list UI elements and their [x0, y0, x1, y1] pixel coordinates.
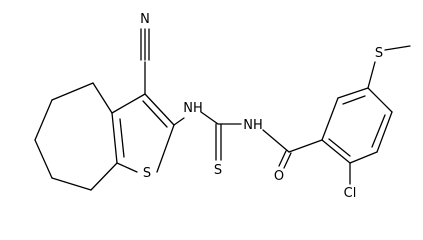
thiourea-linker	[173, 111, 242, 161]
bond	[144, 93, 175, 126]
bond	[328, 138, 351, 157]
bond	[51, 82, 94, 101]
thiophene-ring	[111, 93, 175, 173]
bond	[367, 87, 393, 113]
bond	[337, 87, 369, 99]
amide-linker	[262, 129, 323, 169]
nitrile-group	[140, 28, 150, 95]
bond	[34, 139, 53, 179]
chlorine-label: Cl	[344, 186, 357, 201]
bond	[111, 93, 146, 114]
bond	[278, 150, 287, 167]
bond	[283, 152, 292, 169]
bond	[111, 112, 118, 164]
bond	[371, 114, 386, 148]
bond	[116, 162, 138, 173]
bond	[51, 177, 92, 191]
substituent-bonds	[349, 45, 411, 185]
bond	[156, 124, 175, 173]
bond	[367, 61, 376, 89]
thioether-s-label: S	[375, 46, 383, 61]
structure-diagram: N S NH NH S O Cl S	[34, 12, 411, 201]
bond	[119, 118, 125, 158]
bond	[349, 151, 378, 164]
benzene-ring	[321, 87, 393, 164]
amine-nh-right-label: NH	[243, 118, 263, 133]
nitrile-n-label: N	[140, 12, 150, 27]
bond	[34, 99, 53, 141]
bond	[342, 95, 366, 105]
bond	[262, 129, 290, 153]
bond	[321, 97, 339, 141]
bond	[384, 45, 411, 51]
bond	[288, 139, 323, 153]
bond	[90, 162, 118, 191]
molecule-drawing: N S NH NH S O Cl S	[34, 12, 411, 201]
carbonyl-o-label: O	[274, 169, 284, 184]
bond	[92, 82, 113, 114]
bond	[321, 139, 351, 164]
bond	[142, 100, 168, 128]
amine-nh-left-label: NH	[183, 101, 203, 116]
bond	[376, 111, 393, 153]
cycloheptane-ring	[34, 82, 118, 191]
thione-s-label: S	[214, 163, 222, 178]
bond	[173, 117, 185, 126]
thiophene-s-label: S	[143, 166, 151, 181]
bond	[200, 111, 219, 125]
